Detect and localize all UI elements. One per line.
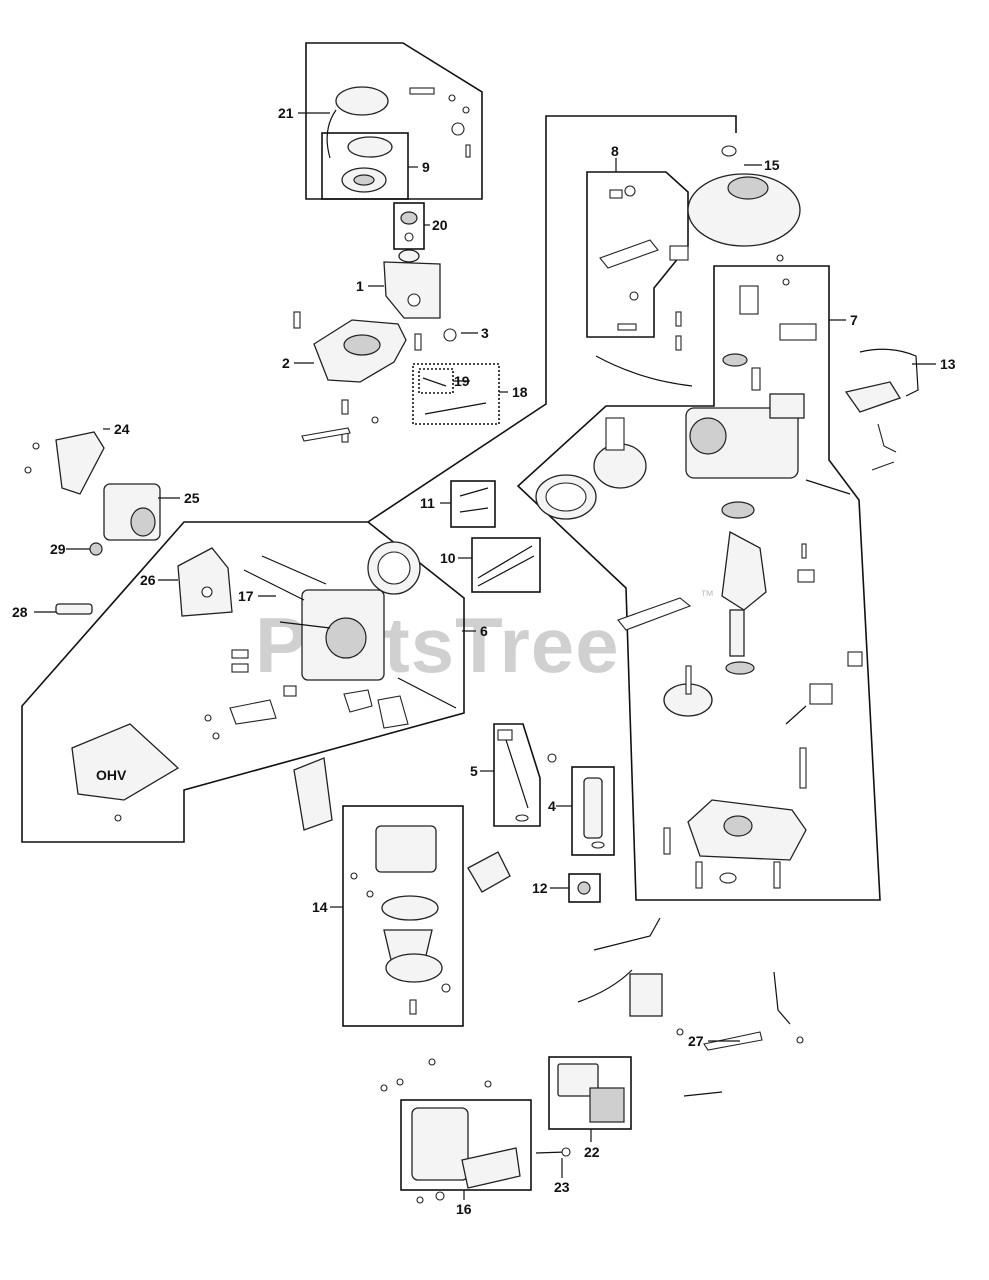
callout-14: 14 xyxy=(312,899,328,915)
ignition-lead-icon xyxy=(859,348,919,397)
callout-leaders xyxy=(34,112,936,1200)
rod-outline xyxy=(412,363,500,425)
pre-filter-icon xyxy=(557,1063,599,1097)
starter-cup-icon xyxy=(400,211,418,225)
callout-8: 8 xyxy=(611,143,619,159)
valve-cover-icon xyxy=(71,723,180,801)
carburetor-outline xyxy=(342,805,464,1027)
heat-shield-icon xyxy=(177,547,233,617)
float-bowl-icon xyxy=(385,953,443,983)
short-block-outline xyxy=(516,265,881,901)
air-filter-outline xyxy=(548,1056,632,1130)
carburetor-icon xyxy=(375,825,437,873)
breather-icon xyxy=(577,881,591,895)
connecting-rod-icon xyxy=(617,597,692,631)
starter-pulley-icon xyxy=(347,136,393,158)
callout-5: 5 xyxy=(470,763,478,779)
cup-outline xyxy=(393,202,425,250)
callout-13: 13 xyxy=(940,356,956,372)
intake-gasket-icon xyxy=(467,851,511,893)
filter-element-icon xyxy=(589,1087,625,1123)
muffler-shield-icon xyxy=(55,431,105,495)
callout-16: 16 xyxy=(456,1201,472,1217)
piston-icon xyxy=(593,443,647,489)
callout-labels: 21 9 20 1 3 2 19 18 8 15 7 13 24 25 29 2… xyxy=(12,105,956,1217)
callout-2: 2 xyxy=(282,355,290,371)
governor-rod-icon xyxy=(773,971,791,1025)
governor-bracket-outline xyxy=(586,171,689,338)
flywheel-icon xyxy=(687,173,801,247)
callout-25: 25 xyxy=(184,490,200,506)
parts-illustrations: OHV xyxy=(24,86,919,1204)
callout-26: 26 xyxy=(140,572,156,588)
flywheel-leader xyxy=(367,115,737,523)
dipstick-outline xyxy=(493,723,541,827)
callout-22: 22 xyxy=(584,1144,600,1160)
control-bracket-icon xyxy=(629,973,663,1017)
watermark-trademark: ™ xyxy=(700,587,714,603)
intake-bracket-icon xyxy=(293,757,333,831)
throttle-link-icon xyxy=(593,917,661,951)
callout-18: 18 xyxy=(512,384,528,400)
callout-6: 6 xyxy=(480,623,488,639)
pin-outline xyxy=(418,368,454,394)
callout-4: 4 xyxy=(548,798,556,814)
governor-arm-icon xyxy=(599,239,659,269)
air-cleaner-cover-icon xyxy=(461,1147,521,1189)
air-cleaner-base-icon xyxy=(411,1107,469,1181)
callout-1: 1 xyxy=(356,278,364,294)
piston-pin-icon xyxy=(722,353,748,367)
callout-7: 7 xyxy=(850,312,858,328)
valve-cover-lettering: OHV xyxy=(96,767,127,783)
callout-21: 21 xyxy=(278,105,294,121)
callout-20: 20 xyxy=(432,217,448,233)
callout-15: 15 xyxy=(764,157,780,173)
oil-fill-tube-icon xyxy=(583,777,603,839)
blower-housing-icon xyxy=(383,261,441,319)
recoil-starter-outline xyxy=(305,42,483,200)
air-cleaner-bolt-icon xyxy=(535,1151,567,1154)
spark-plug-icon xyxy=(55,603,93,615)
starter-pulley-outline xyxy=(321,132,409,200)
callout-19: 19 xyxy=(454,373,470,389)
callout-29: 29 xyxy=(50,541,66,557)
fill-tube-outline xyxy=(571,766,615,856)
push-rod-outline xyxy=(471,537,541,593)
callout-17: 17 xyxy=(238,588,254,604)
callout-28: 28 xyxy=(12,604,28,620)
callout-24: 24 xyxy=(114,421,130,437)
recoil-housing-icon xyxy=(335,86,389,116)
callout-11: 11 xyxy=(420,495,435,511)
dipstick-icon xyxy=(505,739,529,809)
callout-12: 12 xyxy=(532,880,548,896)
crankshaft-icon xyxy=(721,530,767,611)
valve-outline xyxy=(450,480,496,528)
air-cleaner-outline xyxy=(400,1099,532,1191)
callout-23: 23 xyxy=(554,1179,570,1195)
callout-3: 3 xyxy=(481,325,489,341)
callout-9: 9 xyxy=(422,159,430,175)
spark-arrestor-icon xyxy=(89,542,103,556)
callout-27: 27 xyxy=(688,1033,704,1049)
callout-10: 10 xyxy=(440,550,456,566)
ignition-coil-icon xyxy=(844,381,901,413)
